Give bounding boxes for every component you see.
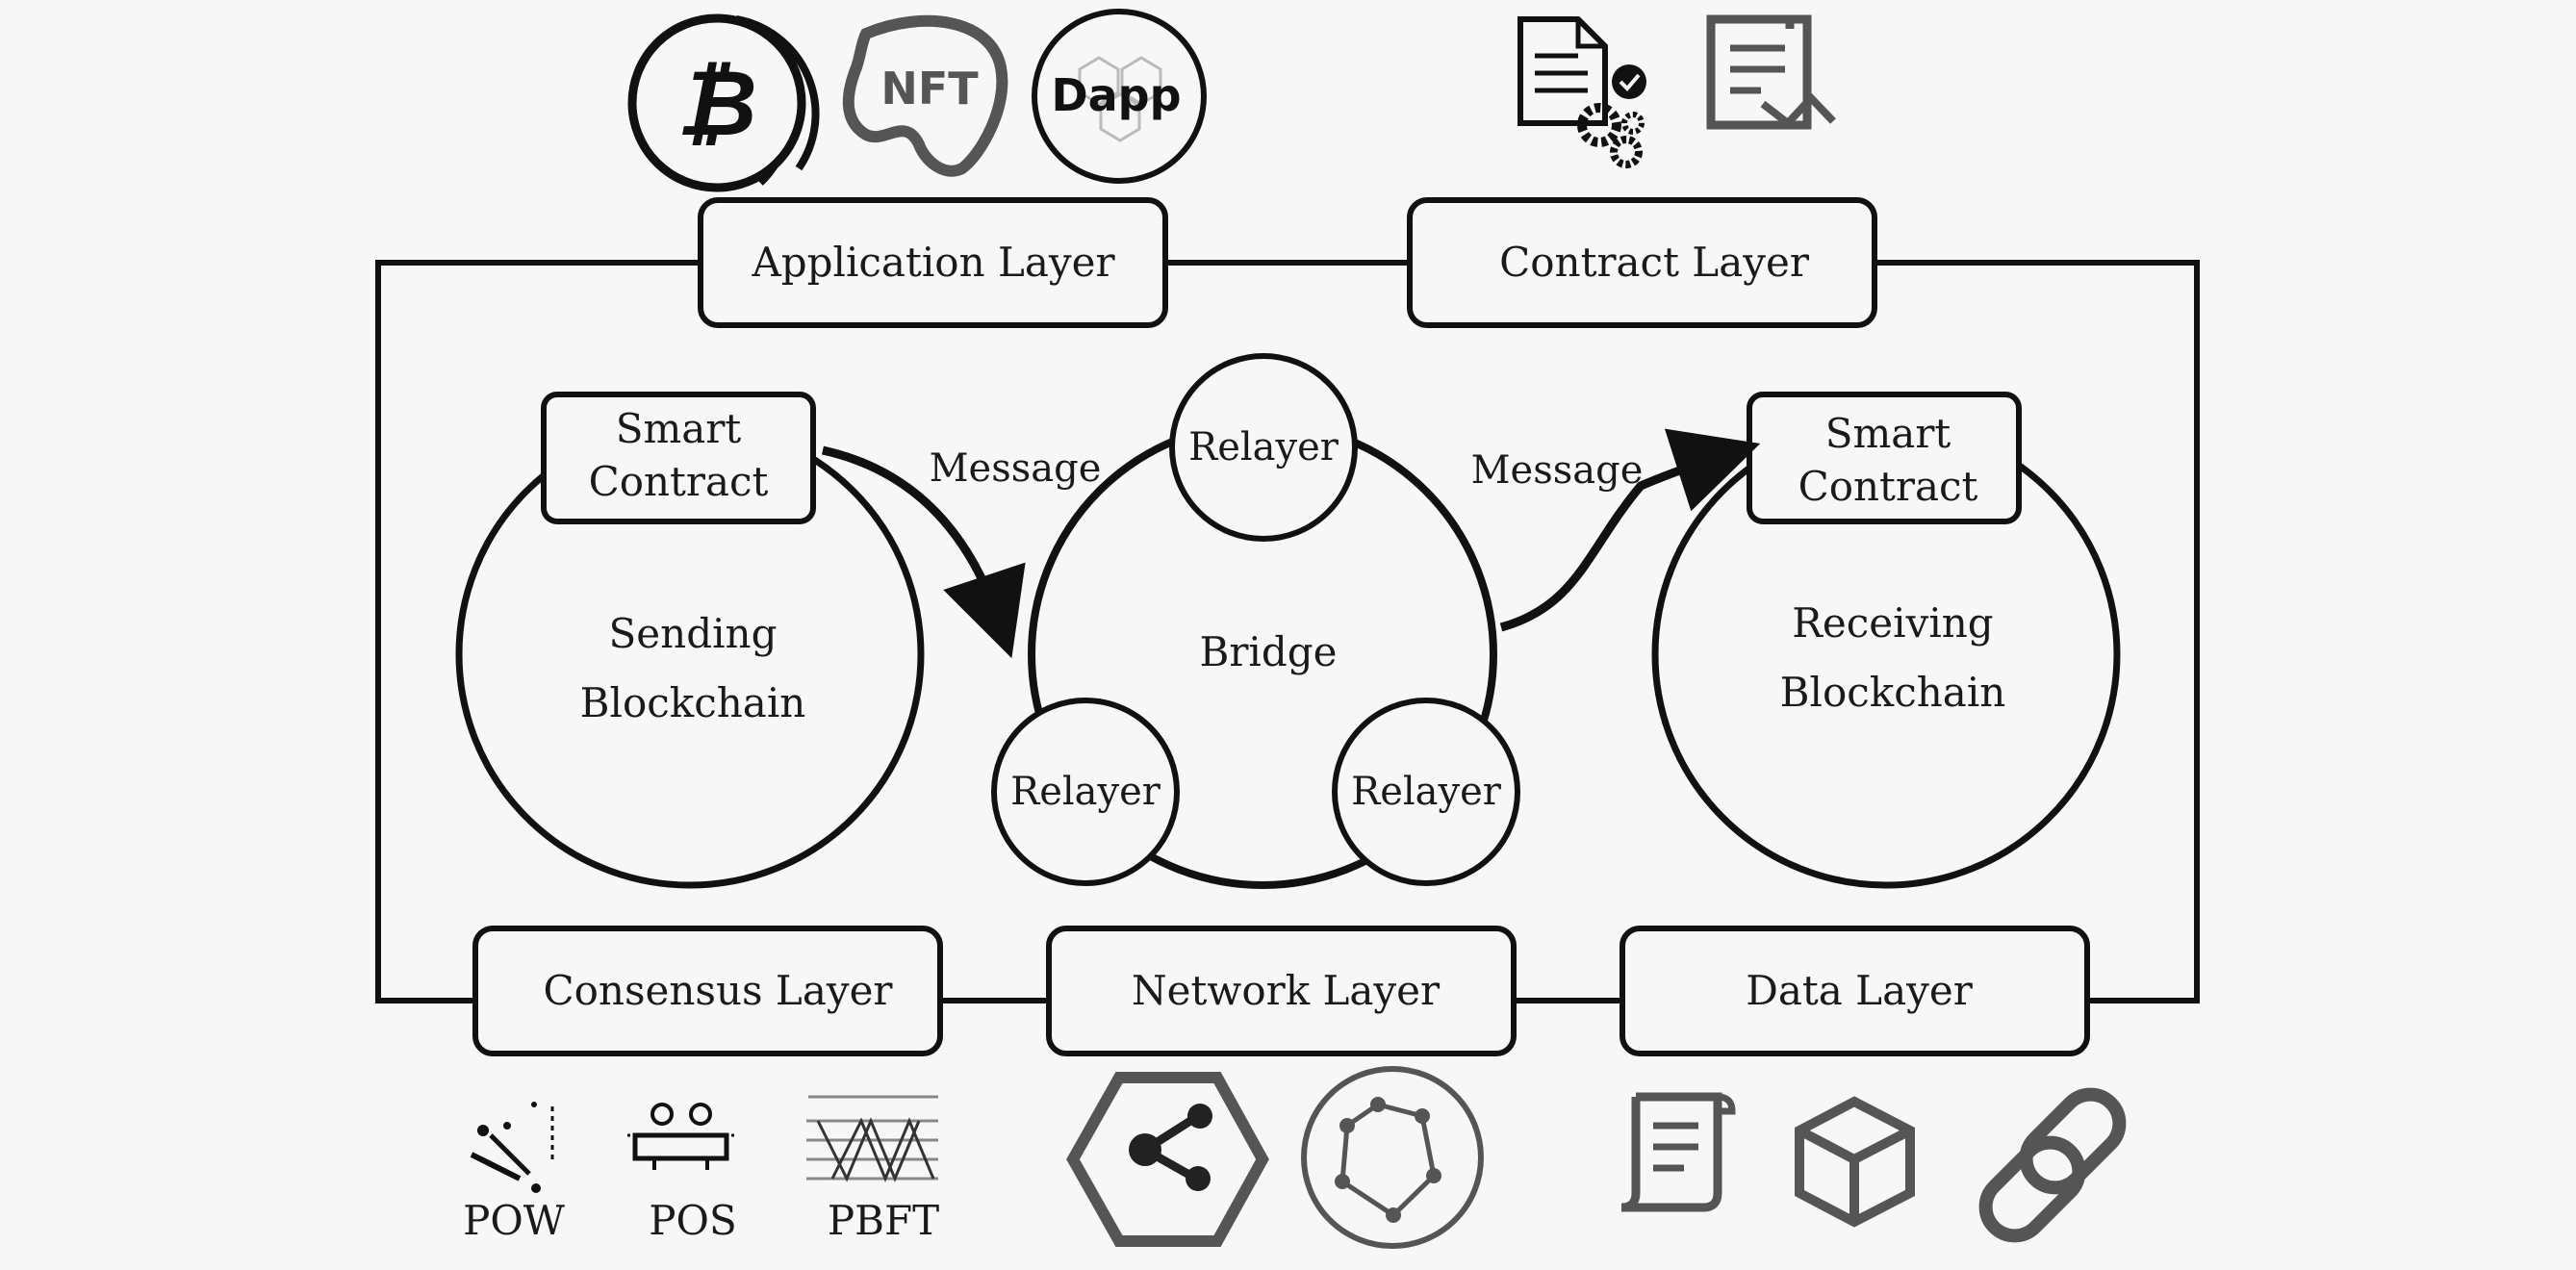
- sending-blockchain: Smart Contract Sending Blockchain: [455, 392, 925, 889]
- chain-link-icon: [1978, 1087, 2127, 1243]
- message-arrow-right: Message: [1471, 428, 1761, 632]
- bridge: Bridge Relayer Relayer Relayer: [991, 353, 1520, 889]
- receiving-contract-line2: Contract: [1798, 463, 1978, 510]
- receiving-label-line2: Blockchain: [1780, 669, 2006, 716]
- dapp-text: Dapp: [1051, 69, 1181, 121]
- message-left-label: Message: [930, 446, 1102, 491]
- pos-label: POS: [649, 1197, 736, 1244]
- data-layer-label: Data Layer: [1746, 967, 1973, 1014]
- application-layer-box: Application Layer: [698, 197, 1168, 328]
- relayer-top: Relayer: [1169, 353, 1358, 542]
- sending-label-line1: Sending: [609, 610, 778, 657]
- receiving-blockchain: Smart Contract Receiving Blockchain: [1651, 392, 2121, 889]
- pbft-icon: PBFT: [806, 1095, 939, 1244]
- receiving-contract-line1: Smart: [1825, 410, 1951, 457]
- bitcoin-icon: ₿: [627, 13, 820, 192]
- contract-layer-box: Contract Layer: [1407, 197, 1877, 328]
- receiving-label-line1: Receiving: [1792, 599, 1993, 647]
- dapp-icon: Dapp: [1032, 9, 1207, 184]
- relayer-left-label: Relayer: [1010, 770, 1161, 814]
- pow-label: POW: [463, 1197, 566, 1244]
- scroll-icon: [1620, 1092, 1736, 1212]
- contract-layer-label: Contract Layer: [1499, 239, 1810, 286]
- relayer-left: Relayer: [991, 698, 1180, 886]
- pow-icon: POW: [463, 1102, 566, 1244]
- application-layer-label: Application Layer: [751, 239, 1115, 286]
- sending-smart-contract-box: [541, 392, 816, 524]
- nft-icon: NFT: [842, 14, 1008, 177]
- cube-icon: [1795, 1096, 1915, 1228]
- bridge-label: Bridge: [1199, 628, 1337, 675]
- hexagon-share-icon: [1066, 1072, 1269, 1247]
- pos-icon: POS: [627, 1103, 737, 1244]
- network-layer-label: Network Layer: [1132, 967, 1441, 1014]
- sending-contract-line1: Smart: [616, 405, 742, 452]
- network-layer-box: Network Layer: [1046, 926, 1517, 1056]
- sending-contract-line2: Contract: [589, 458, 769, 505]
- document-chart-icon: [1706, 14, 1836, 130]
- consensus-layer-label: Consensus Layer: [543, 967, 893, 1014]
- relayer-right-label: Relayer: [1351, 770, 1502, 814]
- consensus-layer-box: Consensus Layer: [472, 926, 943, 1056]
- relayer-top-label: Relayer: [1188, 425, 1339, 470]
- document-gear-icon: [1518, 16, 1646, 168]
- circle-network-icon: [1301, 1066, 1484, 1249]
- svg-text:₿: ₿: [676, 51, 756, 157]
- sending-label-line2: Blockchain: [580, 679, 806, 726]
- pbft-label: PBFT: [828, 1197, 939, 1244]
- relayer-right: Relayer: [1332, 698, 1520, 886]
- nft-text: NFT: [880, 63, 979, 114]
- message-arrow-left: Message: [822, 445, 1102, 659]
- message-right-label: Message: [1471, 448, 1644, 493]
- data-layer-box: Data Layer: [1620, 926, 2090, 1056]
